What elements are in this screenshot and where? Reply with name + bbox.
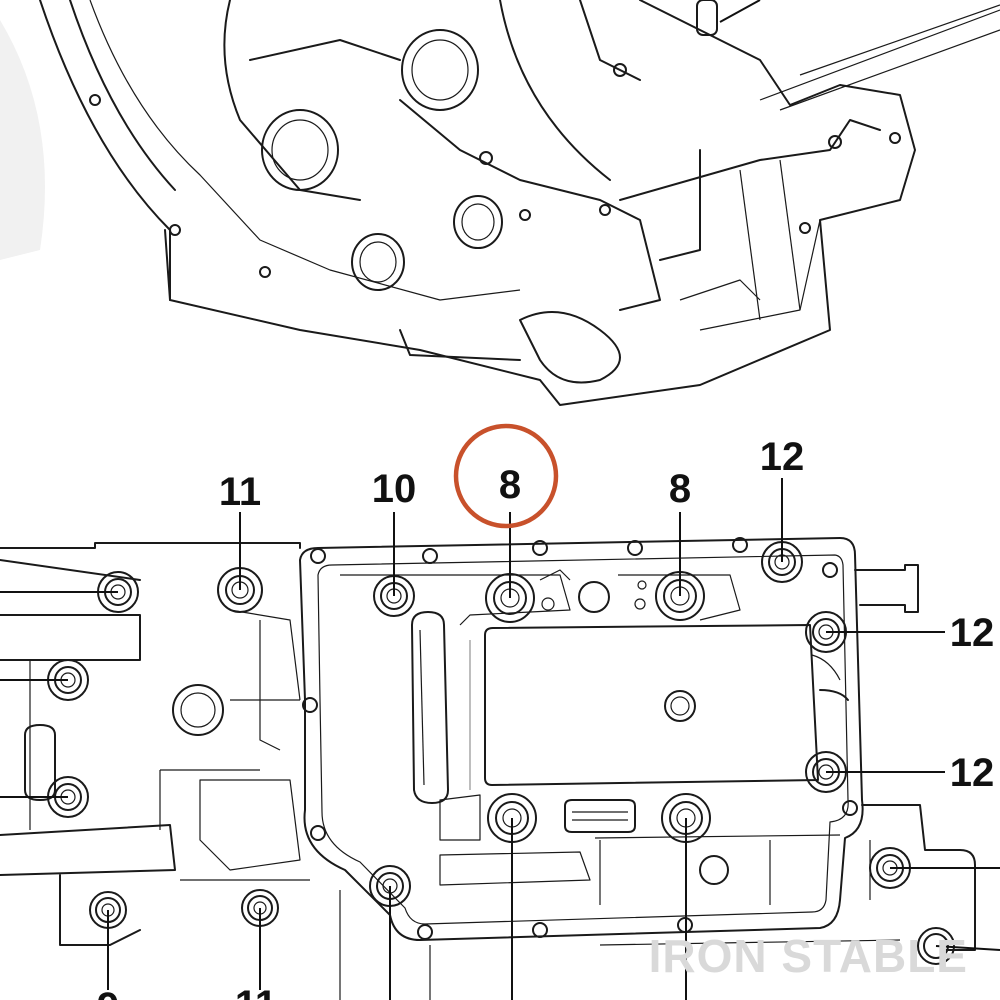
callout-8: 8	[669, 467, 691, 511]
callout-bottom-left: 9	[97, 985, 119, 1000]
watermark-text: IRON STABLE	[649, 930, 968, 982]
callout-labels: 11 10 8 8 12 12 12 11 9	[97, 435, 994, 1000]
lower-crankcase-drawing	[0, 537, 976, 1000]
bolt-set	[47, 541, 955, 965]
callout-8-highlighted: 8	[499, 463, 521, 507]
callout-11-top: 11	[219, 470, 261, 514]
background-swoosh	[0, 20, 45, 260]
callout-12-right-upper: 12	[950, 611, 995, 655]
highlight-ring	[453, 423, 559, 529]
callout-12-right-lower: 12	[950, 751, 995, 795]
callout-10: 10	[372, 467, 417, 511]
callout-11-bottom: 11	[235, 983, 277, 1000]
callout-12-top: 12	[760, 435, 805, 479]
upper-crankcase-drawing	[39, 0, 1000, 406]
